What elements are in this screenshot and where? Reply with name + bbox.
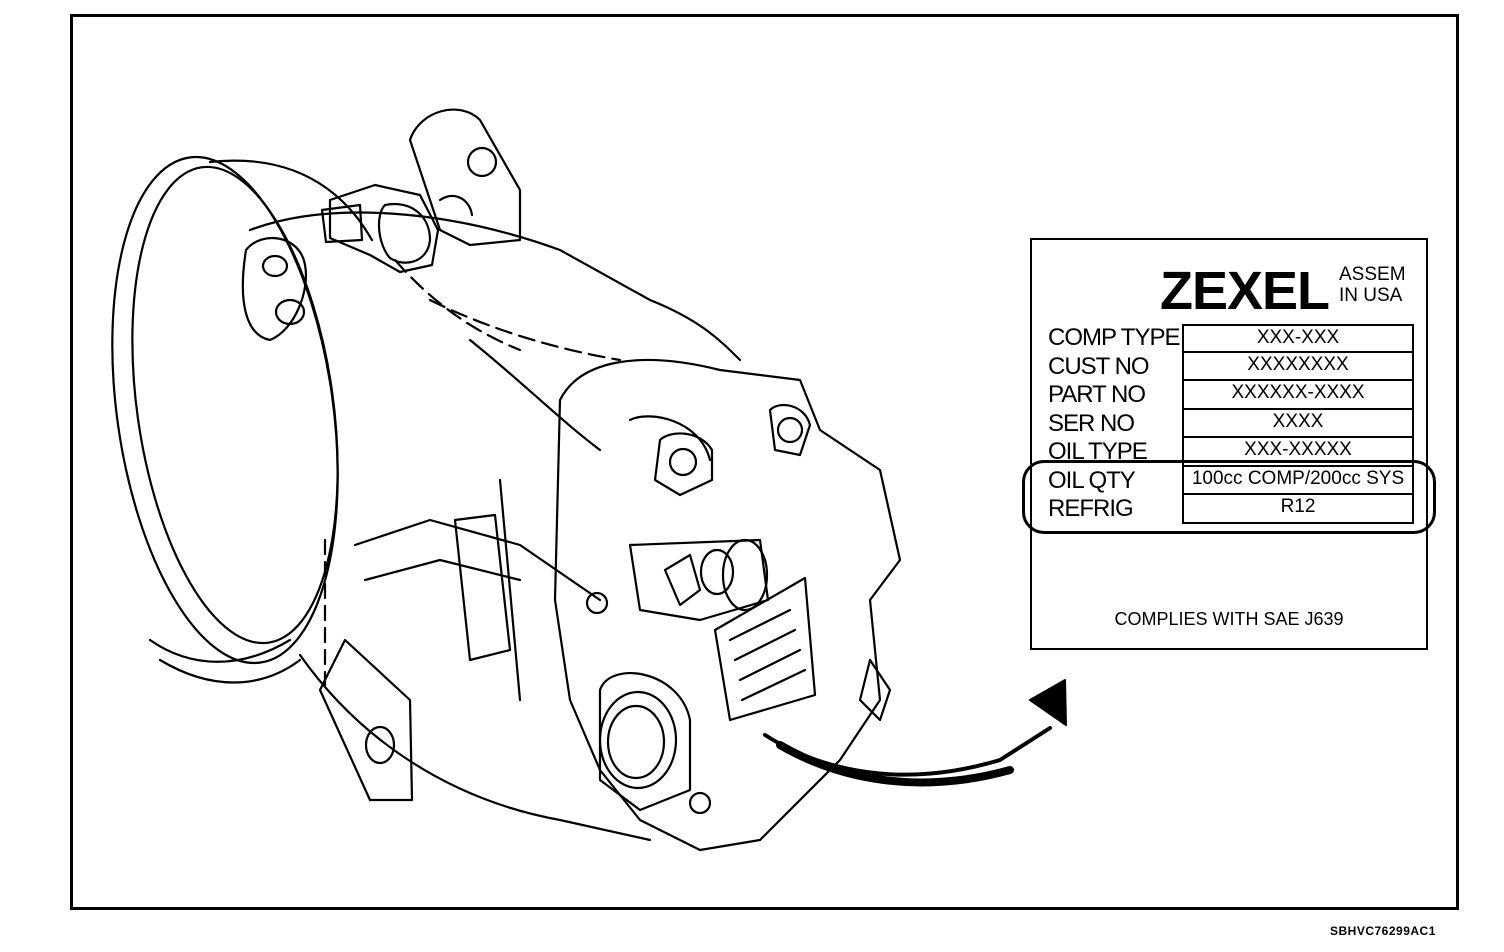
spec-row: CUST NO XXXXXXXX — [1048, 352, 1418, 381]
spec-row-oil-qty: OIL QTY 100cc COMP/200cc SYS — [1048, 466, 1418, 495]
spec-row: SER NO XXXX — [1048, 409, 1418, 438]
spec-key: OIL QTY — [1048, 466, 1136, 494]
spec-row: COMP TYPE XXX-XXX — [1048, 324, 1418, 353]
spec-row-refrig: REFRIG R12 — [1048, 495, 1418, 524]
compliance-note: COMPLIES WITH SAE J639 — [1114, 609, 1344, 629]
assem-line-1: ASSEM — [1339, 264, 1406, 285]
spec-value: XXX-XXX — [1182, 324, 1414, 353]
spec-value: XXXXXX-XXXX — [1182, 381, 1414, 410]
spec-row: OIL TYPE XXX-XXXXX — [1048, 438, 1418, 467]
spec-value: 100cc COMP/200cc SYS — [1182, 466, 1414, 495]
spec-row: PART NO XXXXXX-XXXX — [1048, 381, 1418, 410]
spec-value: XXXXXXXX — [1182, 352, 1414, 381]
nameplate-label: ZEXEL ASSEM IN USA COMP TYPE XXX-XXX CUS… — [1030, 238, 1428, 650]
spec-key: SER NO — [1048, 409, 1135, 437]
figure-code: SBHVC76299AC1 — [1330, 924, 1436, 938]
brand-name: ZEXEL — [1160, 261, 1330, 321]
callout-arrow-head — [1029, 679, 1067, 726]
oil-refrig-highlight-oval — [1022, 460, 1436, 534]
assem-line-2: IN USA — [1339, 285, 1403, 306]
spec-table: COMP TYPE XXX-XXX CUST NO XXXXXXXX PART … — [1048, 324, 1418, 524]
spec-value: XXXX — [1182, 409, 1414, 438]
spec-value: XXX-XXXXX — [1182, 438, 1414, 467]
compressor-body — [241, 108, 902, 852]
assembly-origin: ASSEM IN USA — [1339, 264, 1406, 306]
spec-key: PART NO — [1048, 381, 1146, 408]
spec-value: R12 — [1182, 495, 1414, 524]
spec-key: CUST NO — [1048, 352, 1150, 380]
pulley-clutch — [111, 155, 374, 684]
spec-key: REFRIG — [1048, 495, 1134, 522]
spec-key: COMP TYPE — [1048, 324, 1180, 351]
figure-frame — [70, 14, 1459, 910]
